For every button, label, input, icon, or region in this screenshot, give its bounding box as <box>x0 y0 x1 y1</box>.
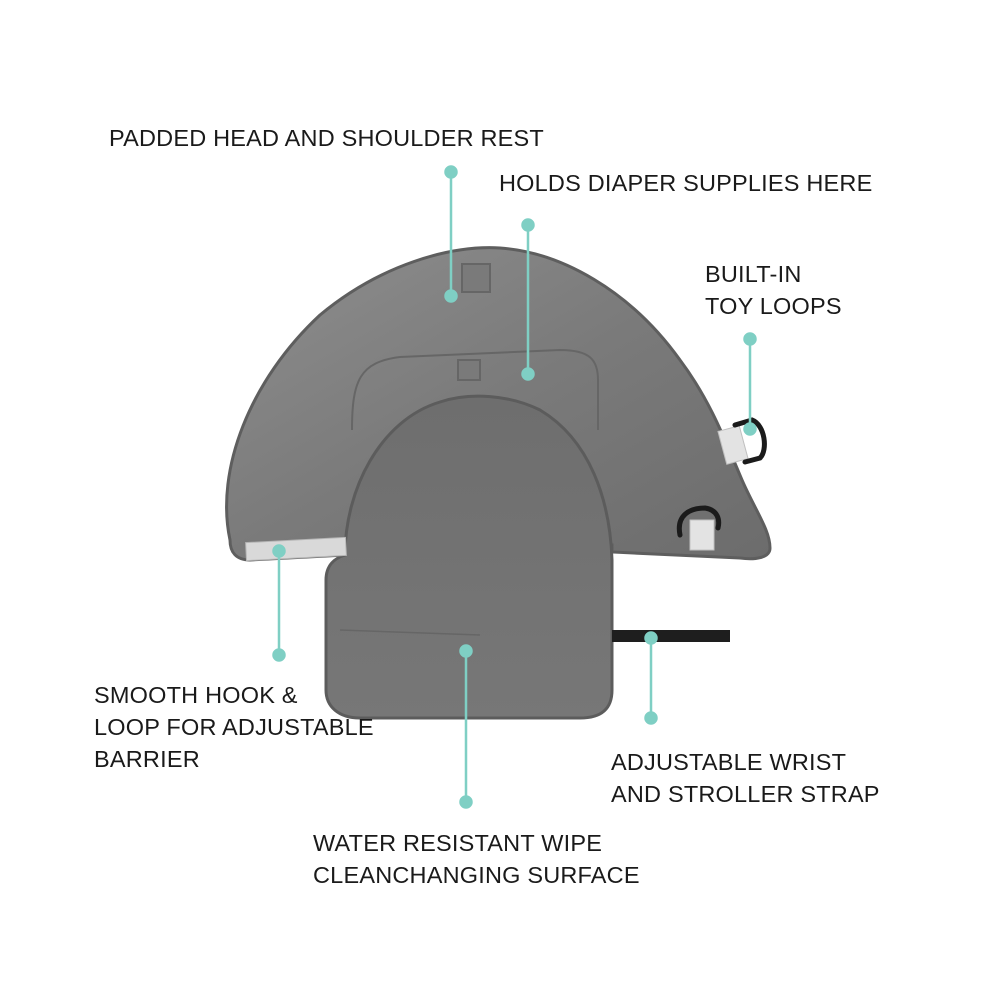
callout-text: AND STROLLER STRAP <box>611 781 880 807</box>
callout-text: HOLDS DIAPER SUPPLIES HERE <box>499 170 873 196</box>
surface-seam <box>339 629 481 636</box>
callout-head-rest: PADDED HEAD AND SHOULDER REST <box>109 122 544 154</box>
callout-text: BUILT-IN <box>705 261 802 287</box>
callout-surface: WATER RESISTANT WIPE CLEANCHANGING SURFA… <box>313 827 640 891</box>
callout-text: ADJUSTABLE WRIST <box>611 749 847 775</box>
mat-changing-surface <box>324 394 614 720</box>
hook-loop-strip <box>245 536 347 562</box>
callout-text: TOY LOOPS <box>705 293 842 319</box>
callout-text: PADDED HEAD AND SHOULDER REST <box>109 125 544 151</box>
toy-loop-tab-lower <box>689 519 715 551</box>
callout-toy-loops: BUILT-IN TOY LOOPS <box>705 258 842 322</box>
toy-loop-ring-lower <box>676 505 722 538</box>
callout-diaper-pocket: HOLDS DIAPER SUPPLIES HERE <box>499 167 872 199</box>
callout-text: CLEANCHANGING SURFACE <box>313 862 640 888</box>
wrist-strap <box>612 630 730 642</box>
callout-hook-loop: SMOOTH HOOK & LOOP FOR ADJUSTABLE BARRIE… <box>94 679 374 775</box>
diaper-pocket-outline <box>351 348 599 431</box>
toy-loop-ring-upper <box>732 417 767 465</box>
callout-lines <box>272 165 757 809</box>
callout-text: WATER RESISTANT WIPE <box>313 830 603 856</box>
callout-text: LOOP FOR ADJUSTABLE <box>94 714 374 740</box>
callout-text: BARRIER <box>94 746 200 772</box>
toy-loop-tab-upper <box>717 425 749 465</box>
callout-text: SMOOTH HOOK & <box>94 682 298 708</box>
callout-wrist-strap: ADJUSTABLE WRIST AND STROLLER STRAP <box>611 746 880 810</box>
pocket-tab <box>457 359 481 381</box>
head-tab <box>461 263 491 293</box>
